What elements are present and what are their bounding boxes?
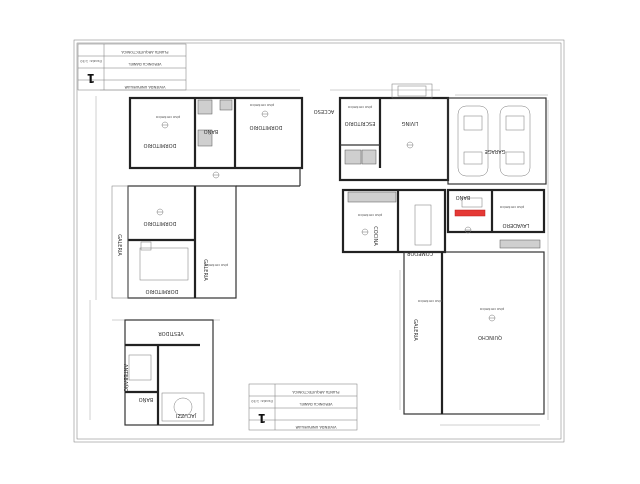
title-top-sheet: 1 (87, 71, 95, 85)
label-dormitorio-top-mid: DORMITORIO (249, 124, 282, 130)
label-antebano: ANTEBAÑO (122, 364, 129, 392)
label-vestidor: VESTIDOR (158, 330, 184, 336)
title-block-bottom: PLANTA ARQUITECTONICA VERONICA DANIEL VI… (248, 383, 358, 431)
label-living: LIVING (401, 120, 418, 126)
label-galeria-mid: GALERIA (202, 259, 208, 281)
note-7: piso cerámico (204, 263, 228, 267)
title-top-type: VIVIENDA UNIFAMILIAR (124, 85, 166, 89)
fixtures (128, 83, 541, 422)
label-garage: GARAGE (485, 148, 506, 154)
title-bottom-scale: Escala: 1:50 (251, 399, 272, 403)
note-8: piso cerámico (418, 299, 442, 303)
dimension-lines (89, 89, 549, 426)
title-top-client: VERONICA DANIEL (128, 62, 161, 66)
note-5: piso cerámico (358, 213, 382, 217)
label-dormitorio-top-left: DORMITORIO (143, 142, 176, 148)
label-cocina: COCINA (372, 226, 378, 246)
label-acceso: ACCESO (314, 108, 335, 114)
label-dormitorio-low: DORMITORIO (145, 288, 178, 294)
title-bottom-client: VERONICA DANIEL (299, 402, 332, 406)
title-block-top: PLANTA ARQUITECTONICA VERONICA DANIEL VI… (77, 43, 187, 91)
label-jacuzzi: JACUZZI (176, 412, 197, 418)
light-symbols (156, 110, 496, 322)
note-2: piso cerámico (250, 103, 274, 107)
label-escritorio: ESCRITORIO (345, 120, 376, 126)
label-quincho: QUINCHO (478, 334, 502, 340)
note-1: piso cerámico (156, 115, 180, 119)
walls (111, 96, 547, 426)
title-bottom-sheet: 1 (258, 411, 266, 425)
title-top-scale: Escala: 1:50 (80, 59, 101, 63)
title-bottom-project: PLANTA ARQUITECTONICA (292, 390, 340, 394)
label-galeria-right: GALERIA (412, 319, 418, 341)
label-dormitorio-mid: DORMITORIO (143, 220, 176, 226)
label-bano-top: BAÑO (204, 128, 219, 135)
label-comedor: COMEDOR (406, 250, 433, 256)
floor-notes: piso cerámico piso cerámico piso cerámic… (156, 103, 524, 311)
label-galeria-left: GALERIA (116, 234, 122, 256)
note-4: piso cerámico (500, 205, 524, 209)
label-bano-low: BAÑO (139, 396, 154, 403)
note-6: piso cerámico (480, 307, 504, 311)
sheet-border-outer (73, 39, 565, 443)
room-labels: DORMITORIO BAÑO DORMITORIO ACCESO ESCRIT… (116, 108, 529, 418)
label-bano-right: BAÑO (456, 194, 471, 201)
garage-cars (457, 105, 531, 177)
label-lavadero: LAVADERO (502, 222, 529, 228)
sheet-border-inner (76, 42, 562, 440)
title-bottom-type: VIVIENDA UNIFAMILIAR (295, 425, 337, 429)
note-3: piso cerámico (348, 105, 372, 109)
title-top-project: PLANTA ARQUITECTONICA (121, 50, 169, 54)
